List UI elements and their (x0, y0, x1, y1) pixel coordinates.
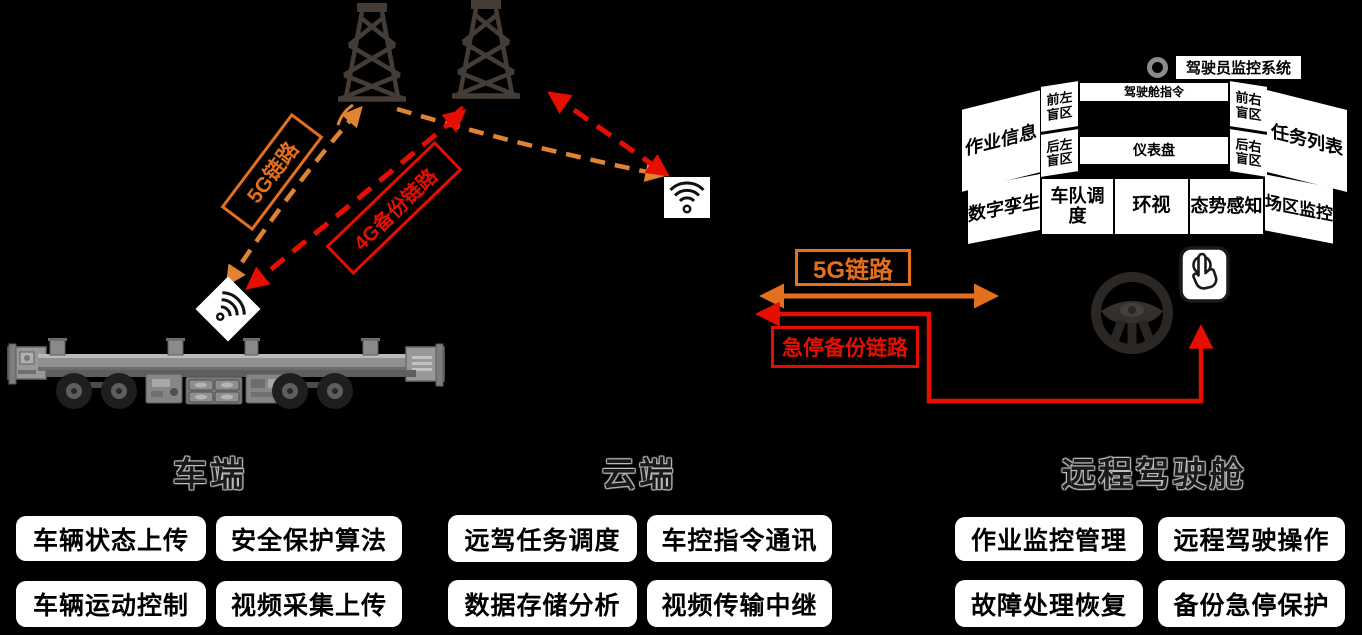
monitor-cockpit-command: 驾驶舱指令 (1080, 83, 1228, 101)
section-title-cloud: 云端 (602, 456, 676, 494)
fn-remote-driving-operation: 远程驾驶操作 (1158, 517, 1345, 561)
monitor-situation-awareness: 态势感知 (1190, 179, 1263, 234)
section-title-cockpit: 远程驾驶舱 (1061, 456, 1247, 494)
dms-label: 驾驶员监控系统 (1176, 56, 1301, 79)
section-title-vehicle: 车端 (173, 456, 247, 494)
fn-operation-monitoring: 作业监控管理 (955, 517, 1143, 561)
link-4g-vehicle-to-tower (245, 109, 467, 290)
cloud-antenna-wifi-icon (664, 177, 710, 218)
fn-vehicle-command-comm: 车控指令通讯 (647, 515, 832, 562)
steering-wheel-icon (1091, 272, 1173, 354)
arrow-estop-backup-path (755, 301, 1214, 404)
comm-tower-left-icon (338, 3, 406, 102)
label-estop-backup-link: 急停备份链路 (771, 326, 919, 368)
monitor-front-right-blind: 前右盲区 (1230, 81, 1267, 132)
fn-safety-protection-algorithm: 安全保护算法 (216, 516, 402, 561)
monitor-rear-left-blind: 后左盲区 (1041, 129, 1078, 177)
fn-vehicle-motion-control: 车辆运动控制 (16, 581, 206, 627)
relay-curl-red (445, 105, 464, 128)
fn-video-capture-upload: 视频采集上传 (216, 581, 402, 627)
cockpit-links (755, 283, 1214, 404)
dms-camera-icon (1147, 57, 1168, 78)
comm-tower-right-icon (452, 0, 520, 99)
monitor-front-left-blind: 前左盲区 (1041, 81, 1078, 132)
monitor-rear-right-blind: 后右盲区 (1230, 129, 1267, 177)
vehicle-wheels (56, 373, 353, 409)
touch-control-icon (1179, 246, 1230, 303)
fn-fault-handling-recovery: 故障处理恢复 (955, 580, 1143, 627)
radio-links (225, 91, 670, 290)
label-5g-link-right: 5G链路 (795, 249, 911, 286)
fn-data-storage-analysis: 数据存储分析 (448, 580, 637, 627)
fn-remote-task-dispatch: 远驾任务调度 (448, 515, 637, 562)
fn-backup-estop-protection: 备份急停保护 (1158, 580, 1345, 627)
fn-vehicle-status-upload: 车辆状态上传 (16, 516, 206, 561)
fn-video-relay: 视频传输中继 (647, 580, 832, 627)
link-4g-tower-to-cloud (547, 91, 670, 177)
monitor-fleet-dispatch: 车队调度 (1042, 179, 1113, 234)
flatbed-vehicle-icon (7, 338, 445, 409)
monitor-dashboard: 仪表盘 (1080, 137, 1228, 164)
relay-curl-orange (336, 103, 354, 126)
monitor-surround-view: 环视 (1115, 179, 1188, 234)
